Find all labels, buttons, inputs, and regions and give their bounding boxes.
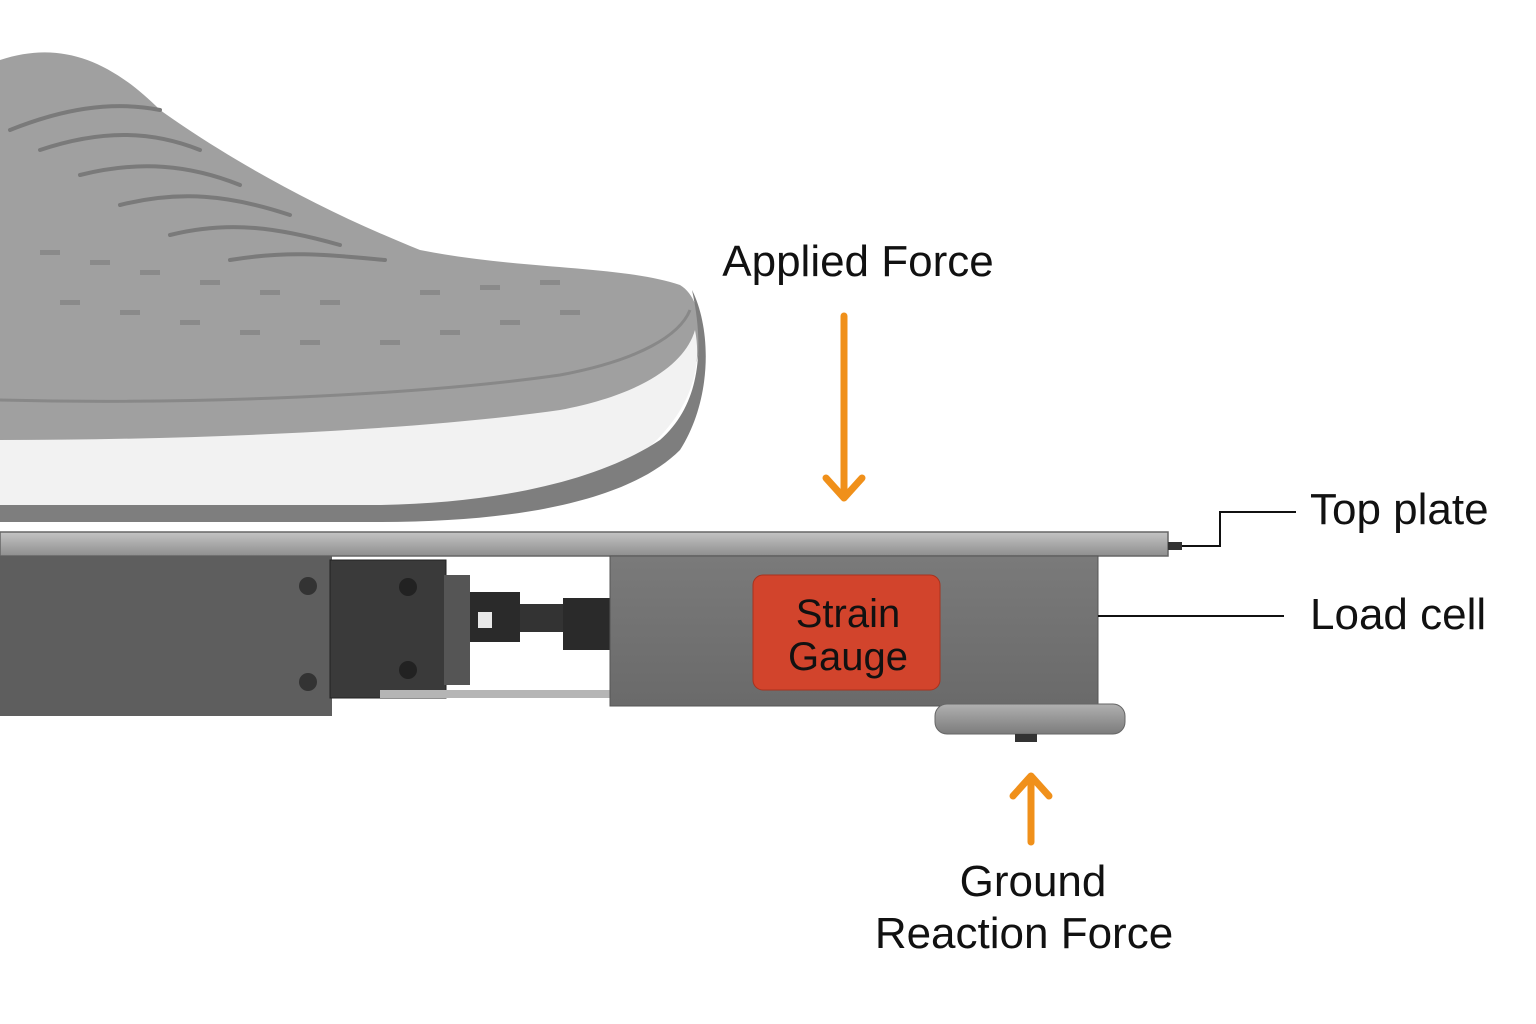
foot bbox=[934, 703, 1126, 735]
plate-connector-pin bbox=[1168, 542, 1182, 550]
top-plate-label: Top plate bbox=[1310, 485, 1489, 534]
bracket-clip bbox=[444, 575, 470, 685]
applied-force-arrow bbox=[822, 312, 866, 502]
lower-rail bbox=[380, 690, 612, 698]
connector-shaft bbox=[470, 592, 611, 650]
screw-icon bbox=[399, 578, 417, 596]
bracket bbox=[329, 559, 447, 699]
foot-pin bbox=[1015, 734, 1037, 742]
ground-reaction-force-arrow bbox=[1009, 772, 1053, 846]
left-housing bbox=[0, 556, 332, 716]
load-cell-label: Load cell bbox=[1310, 590, 1486, 639]
top-plate bbox=[0, 531, 1169, 557]
strain-gauge-label-line1: Strain bbox=[796, 592, 901, 636]
screw-icon bbox=[399, 661, 417, 679]
ground-reaction-label-line1: Ground bbox=[960, 857, 1107, 906]
shoe bbox=[0, 52, 706, 522]
screw-icon bbox=[299, 673, 317, 691]
top-plate-leader-line bbox=[1182, 511, 1296, 547]
applied-force-label: Applied Force bbox=[722, 237, 993, 286]
ground-reaction-label-line2: Reaction Force bbox=[875, 909, 1173, 958]
strain-gauge-label-line2: Gauge bbox=[788, 635, 908, 679]
screw-icon bbox=[299, 577, 317, 595]
strain-gauge bbox=[752, 574, 941, 691]
